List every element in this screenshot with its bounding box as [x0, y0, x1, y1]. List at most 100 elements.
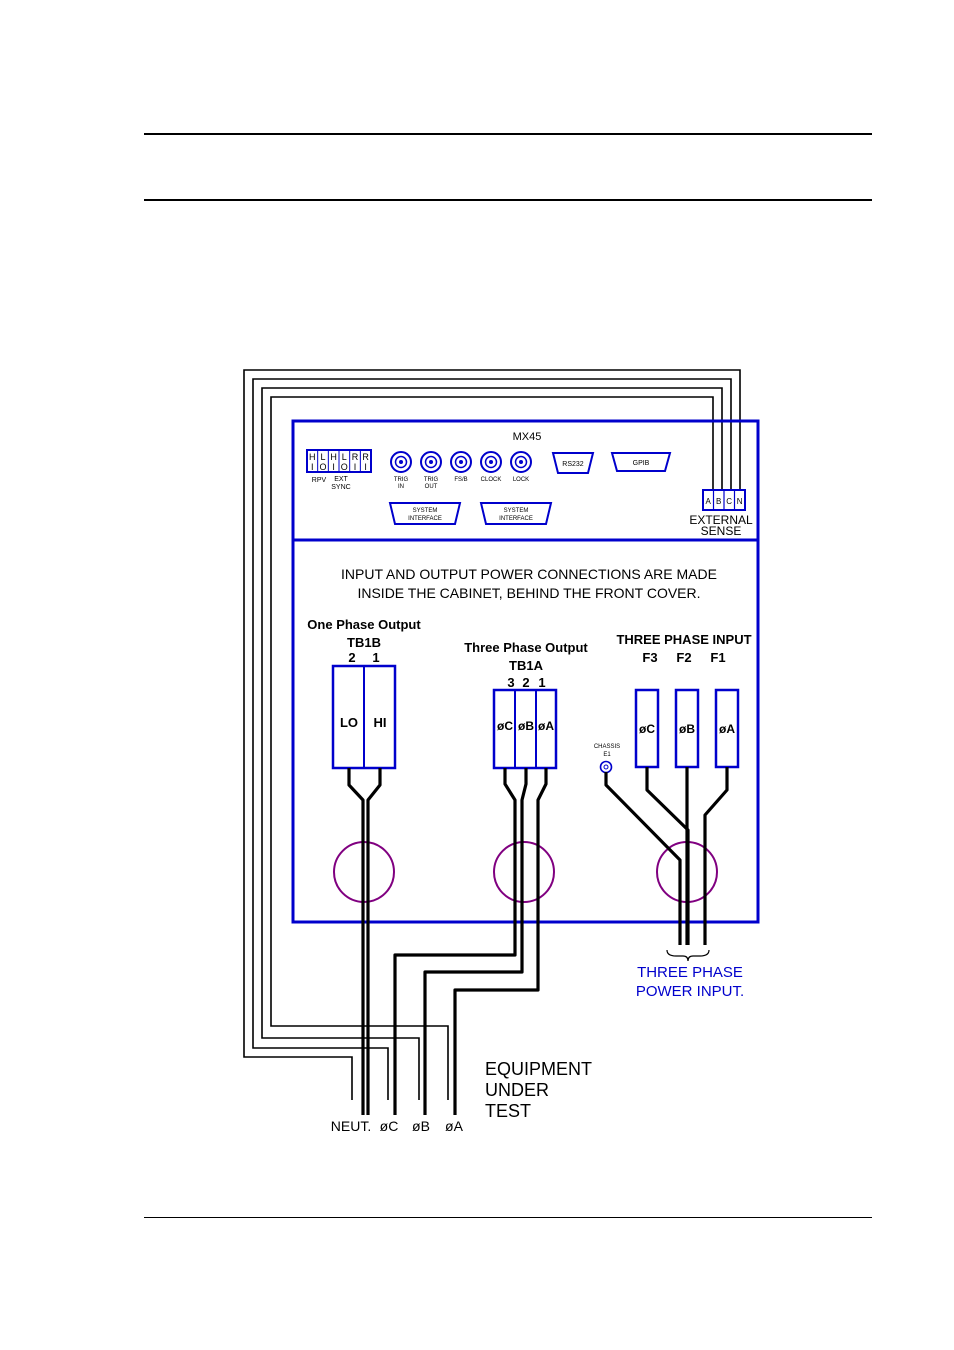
sense-terminal-label: A — [706, 497, 712, 506]
bnc-connector[interactable] — [450, 451, 472, 473]
label-neut: NEUT. — [331, 1118, 371, 1134]
note-line-1: INPUT AND OUTPUT POWER CONNECTIONS ARE M… — [341, 566, 717, 582]
sync-cell-top: L — [342, 452, 347, 462]
f1-label: F1 — [710, 650, 725, 665]
three-phase-output: Three Phase Output TB1A 3 2 1 øC øB øA — [464, 640, 588, 770]
system-interface-label-1a: SYSTEM — [413, 508, 438, 514]
label-phase-a: øA — [445, 1118, 464, 1134]
tb1a-num-1: 1 — [538, 675, 545, 690]
sync-cell-top: L — [320, 452, 325, 462]
system-interface-label-1b: INTERFACE — [408, 516, 442, 522]
label-phase-b: øB — [412, 1118, 430, 1134]
model-label: MX45 — [513, 431, 542, 443]
tb1a-phase-b: øB — [518, 719, 534, 733]
gpib-connector[interactable] — [610, 452, 672, 472]
sync-cell-bottom: I — [354, 462, 357, 472]
bnc-label: OUT — [425, 484, 438, 490]
bnc-connector[interactable] — [390, 451, 412, 473]
bnc-ring — [484, 455, 498, 469]
rs232-label: RS232 — [562, 461, 584, 468]
system-interface-connector-1[interactable] — [388, 502, 462, 525]
bnc-label: IN — [398, 484, 404, 490]
sense-terminal-label: B — [716, 497, 721, 506]
chassis-ground-stud — [599, 760, 613, 774]
one-phase-title: One Phase Output — [307, 617, 421, 632]
sync-cell-bottom: I — [332, 462, 335, 472]
sense-wires — [243, 369, 741, 1100]
bnc-ring — [454, 455, 468, 469]
tb1b-num-1: 1 — [372, 650, 379, 665]
sense-label: SENSE — [701, 524, 742, 538]
rpv-label: RPV — [312, 477, 327, 484]
header-bottom-rule — [144, 199, 872, 201]
bnc-pin — [429, 460, 433, 464]
eut-line-1: EQUIPMENT — [485, 1059, 592, 1079]
power-input-line-2: POWER INPUT. — [636, 983, 744, 1000]
bnc-connector[interactable] — [420, 451, 442, 473]
power-input-line-1: THREE PHASE — [637, 964, 743, 981]
input-phase-b: øB — [679, 722, 695, 736]
three-in-title: THREE PHASE INPUT — [616, 632, 751, 647]
unit-cabinet — [291, 419, 760, 924]
sync-cell-top: R — [362, 452, 369, 462]
eut-line-3: TEST — [485, 1101, 531, 1121]
tb1b-label: TB1B — [347, 635, 381, 650]
note-line-2: INSIDE THE CABINET, BEHIND THE FRONT COV… — [357, 585, 700, 601]
input-brace — [666, 949, 710, 962]
tb1b-hi: HI — [374, 715, 387, 730]
bnc-ring — [394, 455, 408, 469]
three-out-title: Three Phase Output — [464, 640, 588, 655]
tb1b-num-2: 2 — [348, 650, 355, 665]
sync-cell-bottom: I — [364, 462, 367, 472]
bnc-label: LOCK — [513, 477, 529, 483]
tb1b-lo: LO — [340, 715, 358, 730]
bnc-ring — [424, 455, 438, 469]
one-phase-output: One Phase Output TB1B 2 1 LO HI — [307, 617, 421, 770]
bnc-pin — [519, 460, 523, 464]
system-interface-label-2a: SYSTEM — [504, 508, 529, 514]
bnc-pin — [489, 460, 493, 464]
grommet-three-out — [493, 841, 555, 903]
sync-cell-bottom: I — [311, 462, 314, 472]
system-interface-connector-2[interactable] — [479, 502, 553, 525]
f2-label: F2 — [676, 650, 691, 665]
external-label: EXTERNAL — [689, 513, 753, 527]
gpib-label: GPIB — [633, 460, 650, 467]
bnc-pin — [459, 460, 463, 464]
bnc-ring — [514, 455, 528, 469]
bnc-label: TRIG — [424, 477, 439, 483]
sync-cell-top: H — [330, 452, 337, 462]
bnc-connector[interactable] — [510, 451, 532, 473]
three-phase-input: THREE PHASE INPUT F3 F2 F1 øC øB øA CHAS… — [594, 632, 752, 774]
sense-terminal-label: C — [726, 497, 732, 506]
sync-cell-bottom: O — [319, 462, 326, 472]
tb1a-num-2: 2 — [522, 675, 529, 690]
bnc-label: FS/B — [454, 477, 467, 483]
bnc-label: TRIG — [394, 477, 409, 483]
system-interface-label-2b: INTERFACE — [499, 516, 533, 522]
input-phase-a: øA — [719, 722, 735, 736]
tb1a-phase-c: øC — [497, 719, 513, 733]
rs232-connector[interactable] — [551, 452, 595, 474]
tb1a-label: TB1A — [509, 658, 544, 673]
sync-label: SYNC — [331, 484, 350, 491]
input-phase-c: øC — [639, 722, 655, 736]
sense-terminal-label: N — [737, 497, 743, 506]
label-phase-c: øC — [380, 1118, 399, 1134]
bnc-pin — [399, 460, 403, 464]
eut-line-2: UNDER — [485, 1080, 549, 1100]
ext-label: EXT — [334, 476, 348, 483]
header-top-rule — [144, 133, 872, 135]
bnc-connector[interactable] — [480, 451, 502, 473]
chassis-label: CHASSIS — [594, 744, 620, 750]
sync-cell-top: R — [352, 452, 359, 462]
f3-label: F3 — [642, 650, 657, 665]
bnc-label: CLOCK — [481, 477, 502, 483]
e1-label: E1 — [603, 752, 611, 758]
footer-rule — [144, 1217, 872, 1218]
